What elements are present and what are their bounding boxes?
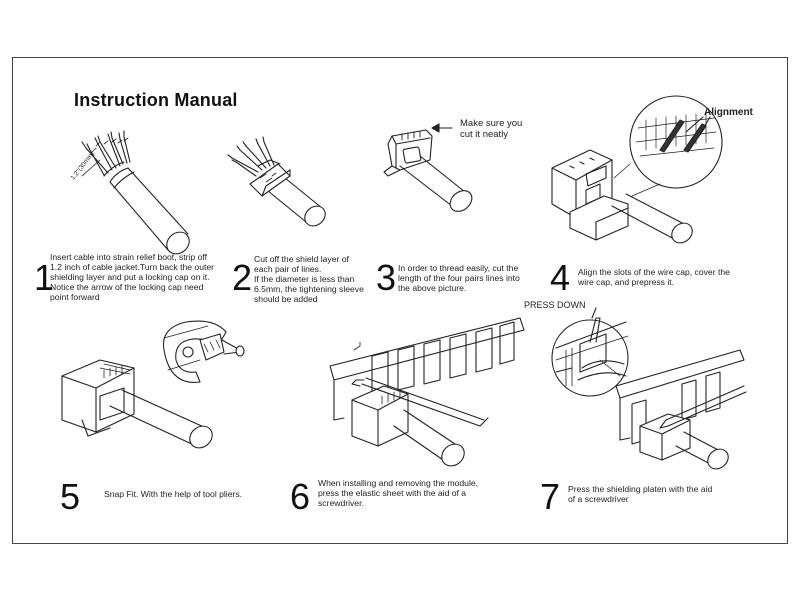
step-text-2: Cut off the shield layer of each pair of… (254, 254, 364, 304)
press-down-label: PRESS DOWN (524, 300, 586, 310)
step-number-4: 4 (550, 257, 571, 298)
page-title: Instruction Manual (74, 90, 238, 110)
cut-neatly-note: Make sure you cut it neatly (460, 118, 523, 140)
step-number-7: 7 (540, 476, 561, 517)
step-text-5: Snap Fit. With the help of tool pliers. (104, 489, 243, 499)
step-number-2: 2 (232, 257, 253, 298)
step-text-1: Insert cable into strain relief boot, st… (50, 252, 215, 302)
step-number-1: 1 (34, 257, 55, 298)
alignment-label: Alignment (704, 107, 753, 118)
step-number-3: 3 (376, 257, 397, 298)
step-text-7: Press the shielding platen with the aid … (568, 484, 713, 504)
step-text-3: In order to thread easily, cut the lengt… (398, 263, 520, 293)
step-number-5: 5 (60, 476, 81, 517)
step-number-6: 6 (290, 476, 311, 517)
step-text-4: Align the slots of the wire cap, cover t… (578, 267, 730, 287)
step-text-6: When installing and removing the module,… (318, 478, 479, 508)
